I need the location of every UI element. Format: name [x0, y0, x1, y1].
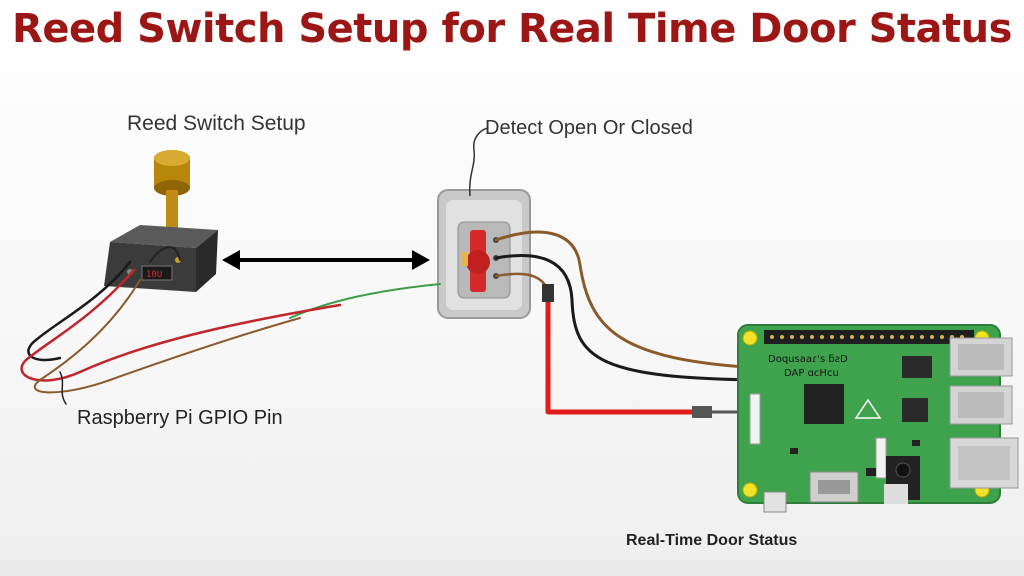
svg-text:Doqusaaɾ's ƃƨD: Doqusaaɾ's ƃƨD — [768, 354, 848, 365]
reed-switch-device: 10U — [104, 150, 218, 292]
raspberry-pi-board: Doqusaaɾ's ƃƨD DAP ɑcHcu — [737, 324, 1019, 513]
reed-sensor — [437, 127, 531, 319]
door-status-label: Real-Time Door Status — [626, 532, 798, 549]
reed-switch-setup-label: Reed Switch Setup — [127, 112, 306, 135]
svg-text:10U: 10U — [146, 270, 162, 280]
svg-text:DAP ɑcHcu: DAP ɑcHcu — [784, 368, 839, 379]
wires — [20, 230, 767, 418]
double-arrow-icon — [222, 250, 430, 270]
bottom-bar — [0, 560, 1024, 576]
page-title: Reed Switch Setup for Real Time Door Sta… — [12, 6, 1012, 52]
gpio-label: Raspberry Pi GPIO Pin — [77, 407, 283, 429]
detect-label: Detect Open Or Closed — [485, 117, 693, 139]
